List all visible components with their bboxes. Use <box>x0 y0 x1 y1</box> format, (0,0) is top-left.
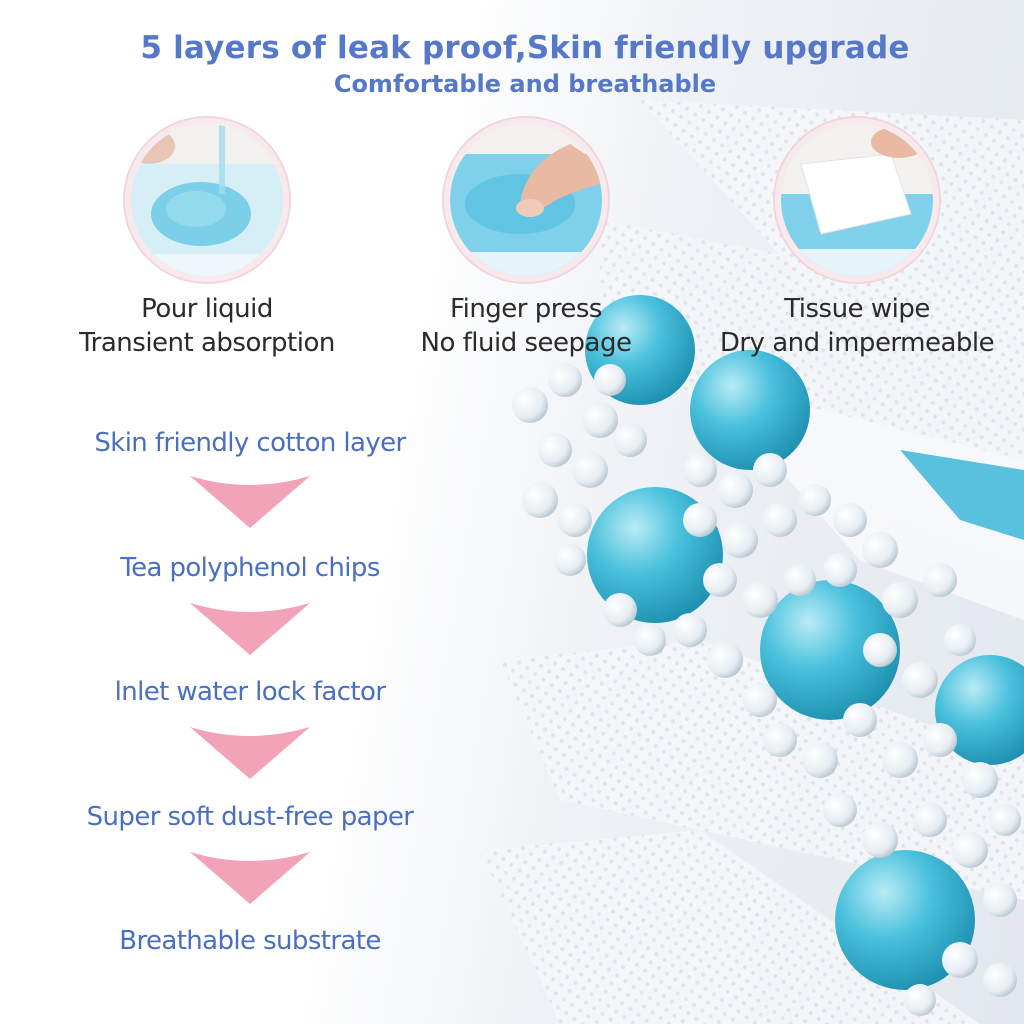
layer-label: Breathable substrate <box>119 926 381 956</box>
tissue-wipe-photo <box>775 118 939 282</box>
demo-tissue-wipe-line1: Tissue wipe <box>784 294 930 324</box>
demo-finger-press-line1: Finger press <box>450 294 602 324</box>
chevron-down-icon <box>190 603 310 655</box>
chevron-down-icon <box>190 852 310 904</box>
demo-finger-press: Finger press No fluid seepage <box>356 118 696 360</box>
layer-label: lnlet water lock factor <box>114 677 386 707</box>
page-title: 5 layers of leak proof,Skin friendly upg… <box>140 30 910 66</box>
demo-pour-liquid-line1: Pour liquid <box>141 294 273 324</box>
demo-pour-liquid-line2: Transient absorption <box>79 328 335 358</box>
chevron-down-icon <box>190 476 310 528</box>
layer-label: Skin friendly cotton layer <box>94 428 406 458</box>
demo-tissue-wipe-line2: Dry and impermeable <box>719 328 995 358</box>
demo-tissue-wipe: Tissue wipe Dry and impermeable <box>687 118 1024 360</box>
chevron-down-icon <box>190 727 310 779</box>
demo-finger-press-line2: No fluid seepage <box>420 328 632 358</box>
page-subtitle: Comfortable and breathable <box>333 70 717 98</box>
layer-label: Super soft dust-free paper <box>86 802 414 832</box>
pour-liquid-photo <box>125 118 289 282</box>
finger-press-photo <box>444 118 608 282</box>
demo-pour-liquid: Pour liquid Transient absorption <box>37 118 377 360</box>
layer-label: Tea polyphenol chips <box>120 553 380 583</box>
bottom-sheet <box>480 830 980 1024</box>
